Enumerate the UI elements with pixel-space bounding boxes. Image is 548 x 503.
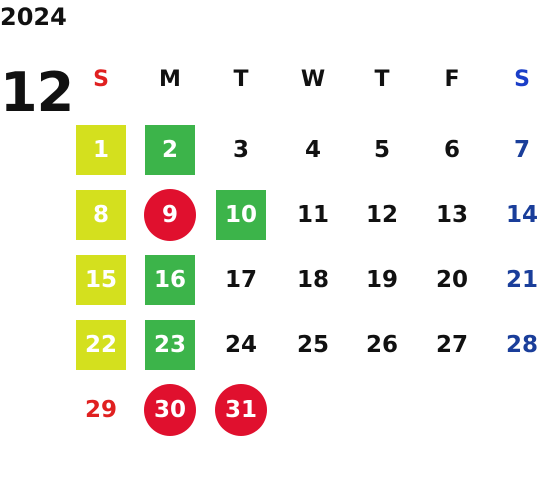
day-number: 29 xyxy=(84,396,117,423)
day-cell: 31 xyxy=(211,384,271,436)
day-number: 31 xyxy=(224,396,257,423)
day-cell: 26 xyxy=(352,319,412,371)
day-cell: 18 xyxy=(283,254,343,306)
day-cell: 28 xyxy=(492,319,548,371)
day-number: 14 xyxy=(505,201,538,228)
day-number: 18 xyxy=(296,266,329,293)
day-square-marker xyxy=(145,255,195,305)
day-cell: 7 xyxy=(492,124,548,176)
day-cell: 4 xyxy=(283,124,343,176)
weekday-label: T xyxy=(374,67,390,92)
day-cell: 12 xyxy=(352,189,412,241)
day-cell: 25 xyxy=(283,319,343,371)
day-number: 24 xyxy=(224,331,257,358)
day-number: 1 xyxy=(92,136,109,163)
day-square-marker xyxy=(76,320,126,370)
day-cell: 8 xyxy=(71,189,131,241)
day-number: 22 xyxy=(84,331,117,358)
day-number: 2 xyxy=(161,136,178,163)
day-cell: 27 xyxy=(422,319,482,371)
day-circle-marker xyxy=(144,384,196,436)
day-number: 25 xyxy=(296,331,329,358)
day-number: 17 xyxy=(224,266,257,293)
day-number: 28 xyxy=(505,331,538,358)
day-number: 9 xyxy=(161,201,178,228)
day-square-marker xyxy=(76,190,126,240)
day-number: 27 xyxy=(435,331,468,358)
day-cell: 22 xyxy=(71,319,131,371)
weekday-label: S xyxy=(93,67,109,92)
day-circle-marker xyxy=(144,189,196,241)
day-square-marker xyxy=(76,125,126,175)
day-cell: 1 xyxy=(71,124,131,176)
day-number: 13 xyxy=(435,201,468,228)
day-number: 11 xyxy=(296,201,329,228)
day-square-marker xyxy=(145,125,195,175)
day-cell: 24 xyxy=(211,319,271,371)
day-cell: 20 xyxy=(422,254,482,306)
day-number: 15 xyxy=(84,266,117,293)
day-number: 8 xyxy=(92,201,109,228)
day-cell: 21 xyxy=(492,254,548,306)
weekday-label: S xyxy=(514,67,530,92)
weekday-label: W xyxy=(300,67,326,92)
day-cell: 15 xyxy=(71,254,131,306)
day-cell: 9 xyxy=(140,189,200,241)
day-number: 26 xyxy=(365,331,398,358)
day-number: 10 xyxy=(224,201,257,228)
day-number: 20 xyxy=(435,266,468,293)
day-cell: 30 xyxy=(140,384,200,436)
year-label: 2024 xyxy=(0,3,67,31)
day-cell: 3 xyxy=(211,124,271,176)
day-cell: 29 xyxy=(71,384,131,436)
day-cell: 10 xyxy=(211,189,271,241)
day-square-marker xyxy=(216,190,266,240)
day-number: 21 xyxy=(505,266,538,293)
weekday-label: M xyxy=(159,67,181,92)
day-cell: 11 xyxy=(283,189,343,241)
day-cell: 13 xyxy=(422,189,482,241)
day-number: 7 xyxy=(513,136,530,163)
weekday-label: T xyxy=(233,67,249,92)
day-square-marker xyxy=(76,255,126,305)
day-number: 23 xyxy=(153,331,186,358)
day-number: 12 xyxy=(365,201,398,228)
day-number: 19 xyxy=(365,266,398,293)
day-number: 4 xyxy=(304,136,321,163)
day-cell: 23 xyxy=(140,319,200,371)
day-cell: 19 xyxy=(352,254,412,306)
day-circle-marker xyxy=(215,384,267,436)
day-number: 5 xyxy=(373,136,390,163)
day-number: 30 xyxy=(153,396,186,423)
day-cell: 17 xyxy=(211,254,271,306)
weekday-label: F xyxy=(444,67,460,92)
day-number: 16 xyxy=(153,266,186,293)
day-square-marker xyxy=(145,320,195,370)
day-cell: 16 xyxy=(140,254,200,306)
day-number: 6 xyxy=(443,136,460,163)
day-cell: 2 xyxy=(140,124,200,176)
day-number: 3 xyxy=(232,136,249,163)
day-cell: 14 xyxy=(492,189,548,241)
month-label: 12 xyxy=(0,61,74,124)
day-cell: 6 xyxy=(422,124,482,176)
day-cell: 5 xyxy=(352,124,412,176)
